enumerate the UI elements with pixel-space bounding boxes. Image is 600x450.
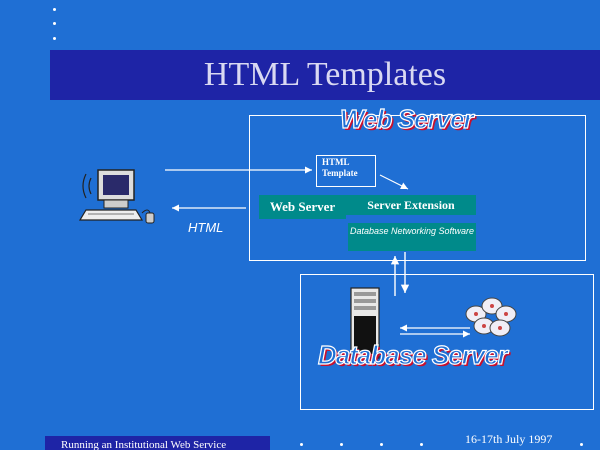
database-discs-icon	[465, 297, 517, 337]
template-to-extension-arrow	[379, 174, 409, 190]
server-extension-cell: Server Extension	[346, 195, 476, 215]
page-title: HTML Templates	[203, 56, 447, 93]
bullet-dot-icon	[380, 443, 383, 446]
title-bar	[50, 50, 600, 100]
database-server-frame	[300, 274, 594, 410]
bullet-dot-icon	[340, 443, 343, 446]
bullet-dot-icon	[420, 443, 423, 446]
web-server-title: Web Server	[339, 103, 474, 134]
database-networking-cell: Database Networking Software	[348, 223, 476, 251]
bullet-dot-icon	[53, 37, 56, 40]
bullet-dot-icon	[53, 22, 56, 25]
server-tower-icon	[350, 287, 380, 359]
bullet-dot-icon	[53, 8, 56, 11]
web-server-cell: Web Server	[259, 195, 346, 219]
desktop-computer-icon	[78, 169, 155, 224]
bullet-dot-icon	[300, 443, 303, 446]
html-arrow-label: HTML	[188, 220, 224, 235]
web-server-frame	[249, 115, 586, 261]
bullet-dot-icon	[580, 443, 583, 446]
footer-date: 16-17th July 1997	[465, 432, 553, 446]
footer-title: Running an Institutional Web Service	[45, 436, 270, 450]
html-template-box: HTML Template	[316, 155, 376, 187]
database-server-title: Database Server	[317, 339, 508, 370]
